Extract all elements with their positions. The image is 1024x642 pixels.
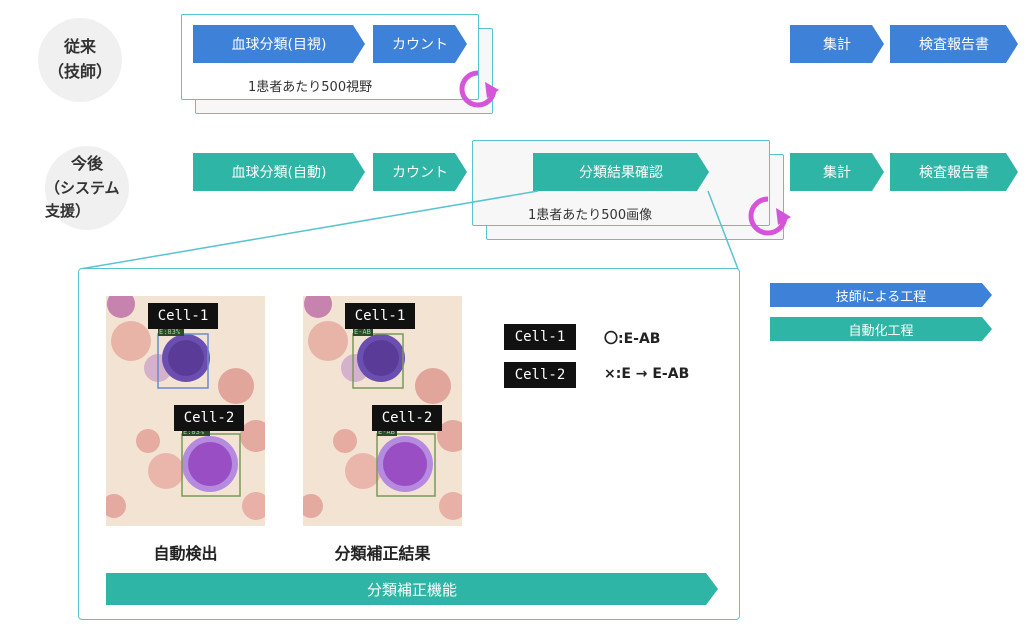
cell-label-img2-cell1: Cell-1 [345, 303, 415, 329]
future-step-report: 検査報告書 [890, 153, 1018, 191]
legend-manual: 技師による工程 [770, 283, 992, 307]
cell-label-img2-cell2: Cell-2 [372, 405, 442, 431]
current-card-caption: 1患者あたり500視野 [248, 80, 373, 95]
current-step-classify: 血球分類(目視) [193, 25, 365, 63]
image-caption-auto-detect: 自動検出 [153, 544, 218, 563]
current-step-aggregate: 集計 [790, 25, 884, 63]
cell-tag-img2-cell1: E-AB [354, 328, 371, 336]
row-label-current: 従来 （技師） [38, 18, 122, 102]
row-label-future-line1: 今後 [70, 154, 103, 174]
row-label-current-line2: （技師） [47, 62, 112, 81]
image-caption-corrected: 分類補正結果 [334, 544, 431, 563]
cycle-icon-future [748, 196, 791, 236]
cell-tag-img2-cell2: E-AB [378, 428, 395, 436]
row-label-future-line2: （システム支援） [45, 179, 120, 221]
cell-label-img1-cell1: Cell-1 [148, 303, 218, 329]
correction-cell-label-1: Cell-1 [504, 324, 576, 350]
correction-text-2: ×:E → E-AB [604, 366, 690, 382]
correction-cell-label-2: Cell-2 [504, 362, 576, 388]
future-step-classify: 血球分類(自動) [193, 153, 365, 191]
current-step-report: 検査報告書 [890, 25, 1018, 63]
cycle-icon-current [459, 70, 499, 108]
future-step-aggregate: 集計 [790, 153, 884, 191]
cell-tag-img1-cell1: E:83% [159, 328, 181, 336]
row-label-current-line1: 従来 [63, 37, 96, 57]
future-step-confirm: 分類結果確認 [533, 153, 709, 191]
cell-label-img1-cell2: Cell-2 [174, 405, 244, 431]
future-step-count: カウント [373, 153, 467, 191]
current-step-count: カウント [373, 25, 467, 63]
legend-auto: 自動化工程 [770, 317, 992, 341]
cell-tag-img1-cell2: E:83% [183, 428, 205, 436]
classification-correction-arrow: 分類補正機能 [106, 573, 718, 605]
correction-text-1: 〇:E-AB [604, 331, 661, 347]
row-label-future: 今後 （システム支援） [45, 146, 129, 230]
future-card-caption: 1患者あたり500画像 [528, 208, 653, 223]
